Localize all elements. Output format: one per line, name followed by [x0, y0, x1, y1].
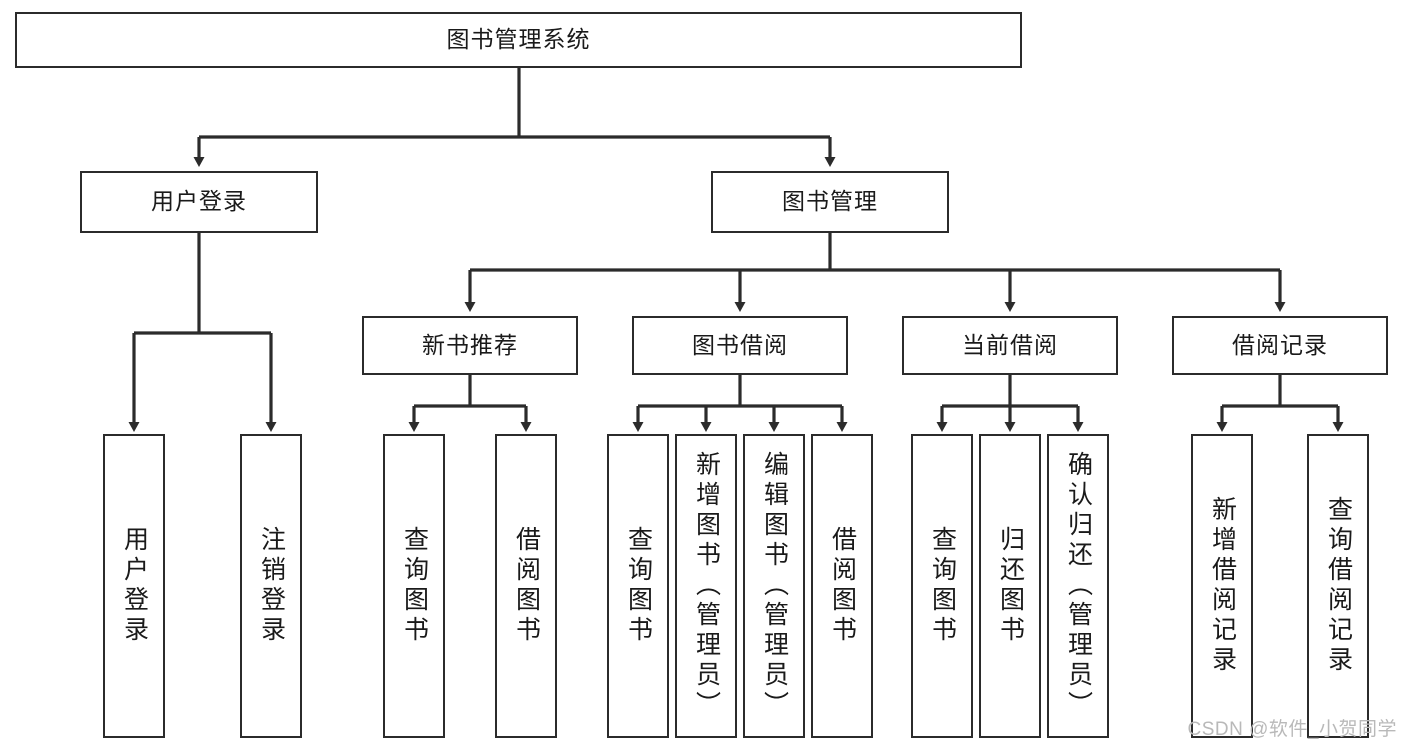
node-root[interactable]: 图书管理系统 — [15, 12, 1022, 68]
node-book-borrow-label: 图书借阅 — [692, 331, 788, 358]
node-leaf-query-book-2[interactable]: 查询图书 — [607, 434, 669, 738]
node-leaf-edit-book-admin[interactable]: 编辑图书（管理员） — [743, 434, 805, 738]
node-current-borrow[interactable]: 当前借阅 — [902, 316, 1118, 375]
node-new-book-recommend-label: 新书推荐 — [422, 331, 518, 358]
node-leaf-add-book-admin-label: 新增图书（管理员） — [692, 451, 721, 721]
node-borrow-record-label: 借阅记录 — [1232, 331, 1328, 358]
node-leaf-logout[interactable]: 注销登录 — [240, 434, 302, 738]
node-leaf-add-borrow-record-label: 新增借阅记录 — [1208, 496, 1237, 676]
node-leaf-borrow-book-2-label: 借阅图书 — [828, 526, 857, 646]
node-leaf-confirm-return-admin-label: 确认归还（管理员） — [1064, 451, 1093, 721]
node-borrow-record[interactable]: 借阅记录 — [1172, 316, 1388, 375]
node-leaf-return-book-label: 归还图书 — [996, 526, 1025, 646]
node-leaf-user-login-label: 用户登录 — [120, 526, 149, 646]
node-leaf-return-book[interactable]: 归还图书 — [979, 434, 1041, 738]
node-leaf-borrow-book-2[interactable]: 借阅图书 — [811, 434, 873, 738]
node-leaf-query-book-1-label: 查询图书 — [400, 526, 429, 646]
node-book-manage-label: 图书管理 — [782, 188, 878, 215]
node-user-login[interactable]: 用户登录 — [80, 171, 318, 233]
node-leaf-query-book-3-label: 查询图书 — [928, 526, 957, 646]
node-new-book-recommend[interactable]: 新书推荐 — [362, 316, 578, 375]
node-leaf-confirm-return-admin[interactable]: 确认归还（管理员） — [1047, 434, 1109, 738]
node-leaf-query-borrow-record[interactable]: 查询借阅记录 — [1307, 434, 1369, 738]
node-leaf-query-book-3[interactable]: 查询图书 — [911, 434, 973, 738]
node-leaf-add-borrow-record[interactable]: 新增借阅记录 — [1191, 434, 1253, 738]
node-leaf-add-book-admin[interactable]: 新增图书（管理员） — [675, 434, 737, 738]
node-root-label: 图书管理系统 — [446, 26, 591, 53]
node-leaf-query-book-1[interactable]: 查询图书 — [383, 434, 445, 738]
node-current-borrow-label: 当前借阅 — [962, 331, 1058, 358]
node-book-manage[interactable]: 图书管理 — [711, 171, 949, 233]
node-leaf-logout-label: 注销登录 — [257, 526, 286, 646]
node-leaf-borrow-book-1-label: 借阅图书 — [512, 526, 541, 646]
node-leaf-query-borrow-record-label: 查询借阅记录 — [1324, 496, 1353, 676]
node-book-borrow[interactable]: 图书借阅 — [632, 316, 848, 375]
node-leaf-query-book-2-label: 查询图书 — [624, 526, 653, 646]
node-leaf-borrow-book-1[interactable]: 借阅图书 — [495, 434, 557, 738]
node-leaf-edit-book-admin-label: 编辑图书（管理员） — [760, 451, 789, 721]
node-leaf-user-login[interactable]: 用户登录 — [103, 434, 165, 738]
node-user-login-label: 用户登录 — [151, 188, 247, 215]
